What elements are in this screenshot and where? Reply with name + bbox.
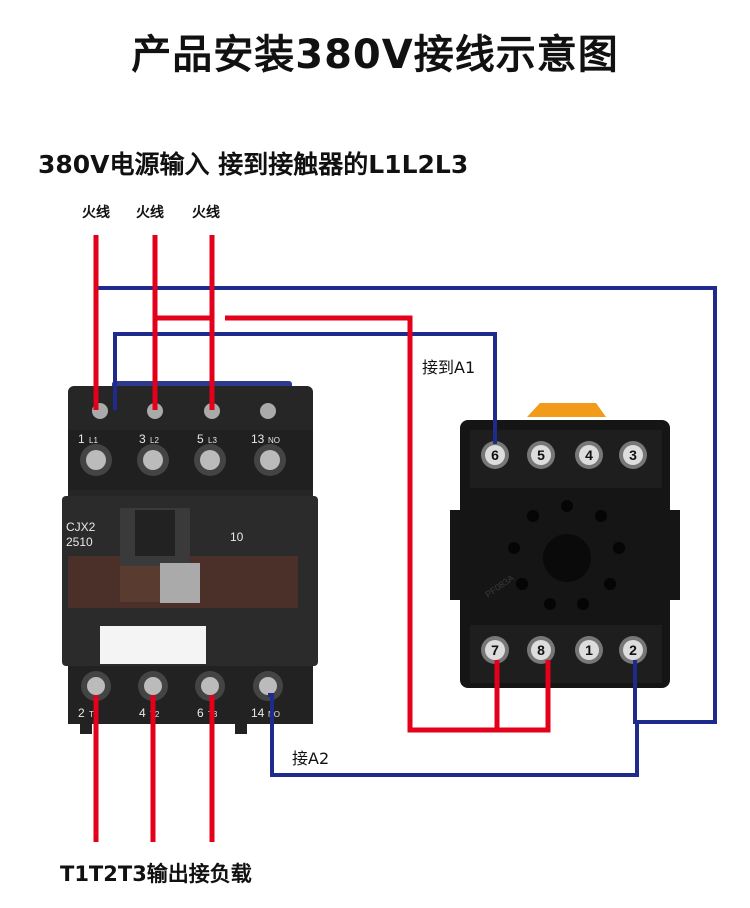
red-wire-to-terminal-8	[497, 660, 551, 733]
socket-terminal-number: 1	[585, 642, 593, 658]
socket-bottom-terminals: 7 8 1 2	[481, 636, 647, 664]
contactor-model-code: 2510	[66, 535, 93, 549]
screw-icon	[144, 677, 162, 695]
terminal-label: 3	[139, 432, 146, 446]
terminal-sub-label: L2	[150, 436, 159, 445]
screw-icon	[579, 640, 599, 660]
phase-label-l2: 火线	[136, 205, 164, 221]
screw-icon	[485, 445, 505, 465]
socket-clip	[527, 403, 606, 417]
screw-icon	[259, 677, 277, 695]
terminal-label: 6	[197, 706, 204, 720]
screw-icon	[260, 450, 280, 470]
contactor-model: CJX2	[66, 520, 96, 534]
socket-terminal-number: 2	[629, 642, 637, 658]
terminal-label: 2	[78, 706, 85, 720]
blue-wire-a2	[268, 693, 639, 777]
terminal-label: 14	[251, 706, 265, 720]
phase-wiring	[93, 235, 551, 842]
screw-icon	[485, 640, 505, 660]
screw-icon	[143, 450, 163, 470]
screw-icon	[623, 445, 643, 465]
contactor-bottom-screws	[81, 671, 283, 701]
screw-icon	[87, 677, 105, 695]
phase-label-l1: 火线	[82, 205, 110, 221]
output-note: T1T2T3输出接负载	[60, 862, 252, 886]
note-connect-a1: 接到A1	[420, 354, 478, 378]
screw-icon	[86, 450, 106, 470]
terminal-label: 5	[197, 432, 204, 446]
socket-terminal-number: 4	[585, 447, 593, 463]
terminal-sub-label: NO	[268, 436, 280, 445]
socket-center-hole	[543, 534, 591, 582]
terminal-label: 4	[139, 706, 146, 720]
red-wire-to-terminal-7	[225, 315, 500, 733]
terminal-label: 1	[78, 432, 85, 446]
socket-terminal-number: 7	[491, 642, 499, 658]
note-connect-a2: 接A2	[290, 745, 332, 769]
socket-terminal-number: 6	[491, 447, 499, 463]
contactor-label-slot	[100, 626, 206, 664]
terminal-sub-label: L1	[89, 436, 98, 445]
phase-label-l3: 火线	[192, 205, 220, 221]
relay-socket-base: PF083A 6 5 4 3 7 8 1 2	[450, 403, 680, 688]
screw-icon	[623, 640, 643, 660]
terminal-sub-label: L3	[208, 436, 217, 445]
screw-icon	[201, 677, 219, 695]
power-input-note: 380V电源输入 接到接触器的L1L2L3	[38, 150, 469, 179]
screw-icon	[531, 640, 551, 660]
screw-icon	[531, 445, 551, 465]
socket-terminal-number: 5	[537, 447, 545, 463]
socket-terminal-number: 8	[537, 642, 545, 658]
screw-icon	[200, 450, 220, 470]
screw-icon	[579, 445, 599, 465]
blue-wire-to-a1	[113, 332, 497, 444]
contactor-rating: 10	[230, 530, 244, 544]
contactor: 1 L1 3 L2 5 L3 13 NO CJX2 2510 10 2 T1 4…	[62, 381, 318, 734]
terminal-label: 13	[251, 432, 265, 446]
diagram-title: 产品安装380V接线示意图	[131, 32, 619, 78]
socket-terminal-number: 3	[629, 447, 637, 463]
socket-top-terminals: 6 5 4 3	[481, 441, 647, 469]
